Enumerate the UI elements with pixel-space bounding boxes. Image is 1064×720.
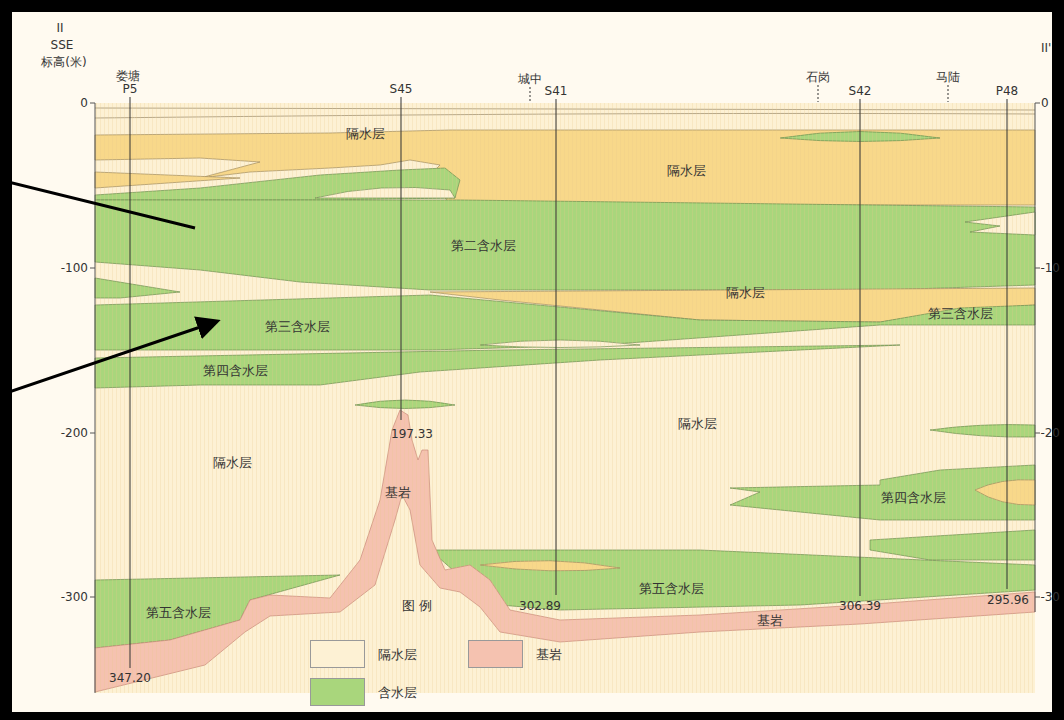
layer-name: 第三含水层 xyxy=(265,319,330,334)
depth-value: 197.33 xyxy=(391,427,433,441)
legend-swatch xyxy=(468,640,523,668)
layer-name: 第五含水层 xyxy=(146,605,211,620)
depth-value: 306.39 xyxy=(839,599,881,613)
layer-name: 隔水层 xyxy=(346,126,385,141)
borehole-label: S41 xyxy=(545,84,568,98)
layer-name: 第五含水层 xyxy=(639,581,704,596)
aquifer-label: 第五含水层 xyxy=(639,581,704,596)
axis-label: -10 xyxy=(1040,261,1060,275)
borehole-label: 石岗 xyxy=(806,70,830,84)
aquitard-label: 隔水层 xyxy=(678,416,717,431)
bedrock-label: 基岩 xyxy=(385,485,411,500)
layer-name: 基岩 xyxy=(757,613,783,628)
aquitard-label: 隔水层 xyxy=(346,126,385,141)
aquifer-label: 第四含水层 xyxy=(881,490,946,505)
layer-name: 第二含水层 xyxy=(451,238,516,253)
borehole-label: P48 xyxy=(996,84,1019,98)
borehole-label: 标高(米) xyxy=(41,55,86,69)
aquitard-label: 隔水层 xyxy=(667,163,706,178)
borehole-label: SSE xyxy=(51,38,74,52)
borehole-label: P5 xyxy=(123,82,138,96)
layer-name: 第三含水层 xyxy=(928,306,993,321)
layer-name: 基岩 xyxy=(385,485,411,500)
depth-value: 295.96 xyxy=(987,593,1029,607)
axis-label: -30 xyxy=(1040,590,1060,604)
depth-value: 302.89 xyxy=(519,599,561,613)
borehole-label: 马陆 xyxy=(936,70,960,84)
aquitard-label: 隔水层 xyxy=(726,285,765,300)
aquifer-label: 第四含水层 xyxy=(203,363,268,378)
layer-name: 隔水层 xyxy=(678,416,717,431)
aquifer-label: 第三含水层 xyxy=(928,306,993,321)
borehole-label: S45 xyxy=(390,82,413,96)
borehole-label: S42 xyxy=(849,84,872,98)
legend-title: 图 例 xyxy=(402,599,432,613)
borehole-label: II xyxy=(56,21,63,35)
legend-text: 含水层 xyxy=(378,685,417,700)
axis-label: 0 xyxy=(80,96,88,110)
layer-name: 隔水层 xyxy=(667,163,706,178)
borehole-label: 城中 xyxy=(518,72,542,86)
borehole-label: 娄塘 xyxy=(116,69,140,83)
legend-text: 隔水层 xyxy=(378,647,417,662)
axis-label: -100 xyxy=(61,261,88,275)
aquifer-label: 第二含水层 xyxy=(451,238,516,253)
aquifer-label: 第三含水层 xyxy=(265,319,330,334)
legend-text: 基岩 xyxy=(536,647,562,662)
legend-swatch xyxy=(310,678,365,706)
layer-name: 第四含水层 xyxy=(881,490,946,505)
depth-value: 347.20 xyxy=(109,671,151,685)
layer-name: 第四含水层 xyxy=(203,363,268,378)
bedrock-label: 基岩 xyxy=(757,613,783,628)
aquitard-label: 隔水层 xyxy=(213,455,252,470)
axis-label: -20 xyxy=(1040,426,1060,440)
layer-name: 隔水层 xyxy=(726,285,765,300)
axis-label: -200 xyxy=(61,426,88,440)
layer-name: 隔水层 xyxy=(213,455,252,470)
borehole-label: II' xyxy=(1041,41,1051,55)
axis-label: 0 xyxy=(1041,96,1049,110)
axis-label: -300 xyxy=(61,590,88,604)
aquifer-label: 第五含水层 xyxy=(146,605,211,620)
legend-swatch xyxy=(310,640,365,668)
